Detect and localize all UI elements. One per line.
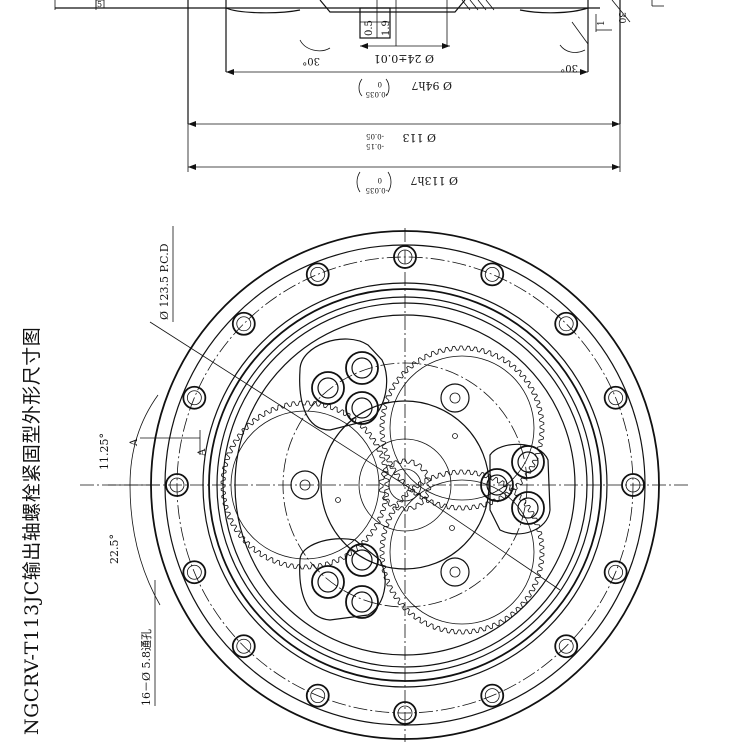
dim-corner-text: 1 — [597, 20, 607, 26]
mounting-hole — [554, 311, 579, 336]
mounting-hole-inner — [484, 688, 500, 704]
bearing-ring-inner — [351, 549, 373, 571]
mounting-hole-inner — [310, 266, 326, 282]
mounting-hole — [480, 683, 505, 708]
bearing-ring-inner — [486, 474, 508, 496]
pin-hole — [452, 433, 458, 439]
pin-hole — [449, 525, 455, 531]
dim-0-5-text: 0.5 — [364, 20, 375, 36]
pin-hole — [335, 497, 341, 503]
crank-plates — [299, 338, 551, 621]
bearing-ring — [511, 491, 545, 525]
bearing-ring-inner — [517, 497, 539, 519]
spline-hub — [290, 470, 320, 500]
dim-edge-text: 5 — [97, 0, 102, 9]
mounting-hole — [603, 385, 628, 410]
angle-left-text: 30° — [302, 55, 320, 66]
mounting-hole-inner — [625, 477, 641, 493]
dim-d113-tol-upper: -0.05 — [366, 132, 384, 140]
mounting-hole-inner — [558, 316, 574, 332]
mounting-hole — [621, 473, 645, 497]
mounting-hole — [480, 262, 505, 287]
bearing-ring — [345, 585, 379, 619]
mounting-hole-inner — [558, 638, 574, 654]
dim-d24-text: Ø 24±0.01 — [374, 52, 434, 65]
mounting-hole — [393, 701, 417, 725]
section-a-right: A — [197, 448, 208, 457]
bearing-ring — [480, 468, 514, 502]
bearing-ring — [511, 445, 545, 479]
section-a-left: A — [129, 438, 140, 447]
bearing-ring-inner — [351, 591, 373, 613]
dim-d113h7-text: Ø 113h7 — [410, 174, 458, 187]
spline-hub-center — [299, 479, 311, 491]
mounting-hole-inner — [397, 705, 413, 721]
mounting-hole-inner — [310, 688, 326, 704]
gear-upper-right-root — [389, 355, 535, 501]
mounting-hole — [603, 560, 628, 585]
bearing-ring-inner — [351, 397, 373, 419]
mounting-hole — [182, 560, 207, 585]
dim-d113h7-tol-upper: 0 — [378, 176, 382, 184]
mounting-hole — [305, 683, 330, 708]
gear-center-root — [388, 468, 422, 502]
gears — [220, 345, 545, 635]
bearing-ring — [345, 391, 379, 425]
gear-lower-right-root — [389, 479, 535, 625]
bearing-ring — [345, 351, 379, 385]
bearing-ring-inner — [517, 451, 539, 473]
mounting-hole — [231, 311, 256, 336]
dim-d94h7-tol-lower: -0.035 — [366, 90, 388, 98]
mounting-hole — [182, 385, 207, 410]
spline-hub — [440, 557, 470, 587]
mounting-hole — [554, 634, 579, 659]
mounting-hole-inner — [236, 316, 252, 332]
spline-hub-center — [449, 392, 461, 404]
bearing-ring — [311, 565, 345, 599]
bearing-rings — [290, 351, 545, 619]
bearing-ring — [311, 371, 345, 405]
mounting-hole-inner — [397, 249, 413, 265]
angle-small-label: 11.25° — [98, 433, 111, 470]
dim-d113-text: Ø 113 — [402, 131, 436, 144]
bearing-ring-inner — [317, 571, 339, 593]
mounting-hole-inner — [484, 266, 500, 282]
front-view: Ø 123.5 P.C.D 11.25° 22.5° A A 16－Ø 5.8通… — [80, 226, 690, 742]
mounting-hole — [231, 634, 256, 659]
mounting-hole-inner — [169, 477, 185, 493]
dim-d113-tol-lower: -0.15 — [366, 142, 384, 150]
gear-center — [378, 458, 432, 512]
dim-1-9-text: 1.9 — [381, 20, 392, 36]
side-view: 5 0.5 1.9 Ø 24±0.01 30° 30° Ø 94h7 — [54, 0, 664, 194]
dim-corner-2-text: 30 — [616, 12, 626, 24]
bearing-ring — [345, 543, 379, 577]
mounting-hole-inner — [186, 390, 202, 406]
bearing-ring-inner — [351, 357, 373, 379]
gear-left — [220, 400, 390, 570]
pcd-label: Ø 123.5 P.C.D — [158, 243, 171, 320]
dim-d94h7-text: Ø 94h7 — [411, 79, 452, 92]
angle-right-text: 30° — [560, 62, 578, 73]
dim-d94h7-tol-upper: 0 — [378, 80, 382, 88]
mounting-hole — [305, 262, 330, 287]
angle-large-label: 22.5° — [108, 534, 121, 564]
mounting-hole — [393, 245, 417, 269]
mounting-hole-inner — [608, 390, 624, 406]
drawing-title: NGCRV-T113JC输出轴螺栓紧固型外形尺寸图 — [21, 327, 43, 735]
mounting-holes — [165, 245, 645, 725]
hole-note-label: 16－Ø 5.8通孔 — [140, 629, 153, 706]
mounting-hole-inner — [186, 564, 202, 580]
spline-hub-center — [449, 566, 461, 578]
spline-hub — [440, 383, 470, 413]
mounting-hole-inner — [608, 564, 624, 580]
bearing-ring-inner — [317, 377, 339, 399]
gear-lower-right — [379, 469, 545, 635]
gear-upper-right — [379, 345, 545, 511]
mounting-hole-inner — [236, 638, 252, 654]
mounting-hole — [165, 473, 189, 497]
dim-d113h7-tol-lower: -0.035 — [366, 186, 388, 194]
